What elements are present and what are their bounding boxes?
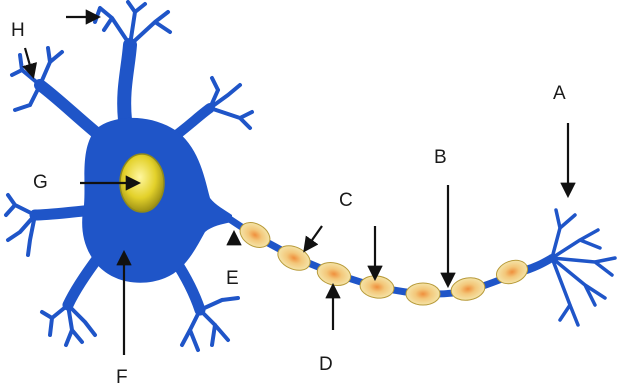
label-b: B <box>434 147 447 168</box>
label-g: G <box>33 172 48 193</box>
label-h: H <box>11 20 25 41</box>
myelin-segment <box>406 283 440 305</box>
myelin-segment <box>449 275 486 303</box>
myelin-sheath <box>236 217 531 305</box>
myelin-segment <box>315 259 354 289</box>
label-d: D <box>319 354 333 375</box>
label-c: C <box>339 190 353 211</box>
label-e: E <box>226 268 239 289</box>
arrow-c-left <box>305 226 322 250</box>
label-f: F <box>116 367 128 387</box>
myelin-segment <box>359 274 396 301</box>
label-a: A <box>553 83 566 104</box>
